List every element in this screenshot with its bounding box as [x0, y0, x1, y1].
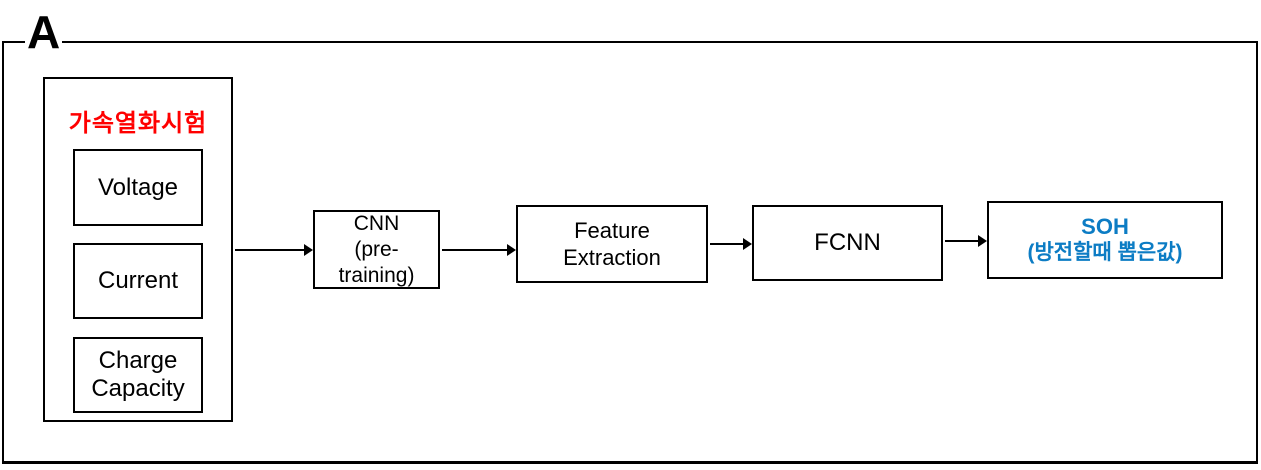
input-label-current: Current [97, 267, 179, 295]
input-box-voltage: Voltage [73, 149, 203, 226]
diagram-frame [2, 41, 1258, 464]
panel-label: A [25, 6, 63, 58]
soh-box-title: SOH [1081, 214, 1129, 239]
input-label-voltage: Voltage [97, 173, 179, 201]
arrow-feature-extraction-to-fcnn [710, 238, 752, 250]
source-box: 가속열화시험 Voltage Current Charge Capacity [43, 77, 233, 422]
source-box-title: 가속열화시험 [68, 110, 208, 137]
input-box-charge-capacity: Charge Capacity [73, 337, 203, 413]
input-box-current: Current [73, 243, 203, 319]
cnn-box-label: CNN (pre- training) [338, 211, 415, 287]
fcnn-box: FCNN [752, 205, 943, 281]
input-label-charge-capacity: Charge Capacity [91, 347, 185, 402]
arrow-source-to-cnn [235, 244, 313, 256]
fcnn-box-label: FCNN [814, 229, 881, 256]
feature-extraction-box: Feature Extraction [516, 205, 708, 283]
feature-extraction-box-label: Feature Extraction [563, 218, 661, 270]
arrow-fcnn-to-soh [945, 235, 987, 247]
soh-box: SOH (방전할때 뽑은값) [987, 201, 1223, 279]
soh-box-subtitle: (방전할때 뽑은값) [1027, 241, 1183, 264]
arrow-cnn-to-feature-extraction [442, 244, 516, 256]
cnn-box: CNN (pre- training) [313, 210, 440, 289]
